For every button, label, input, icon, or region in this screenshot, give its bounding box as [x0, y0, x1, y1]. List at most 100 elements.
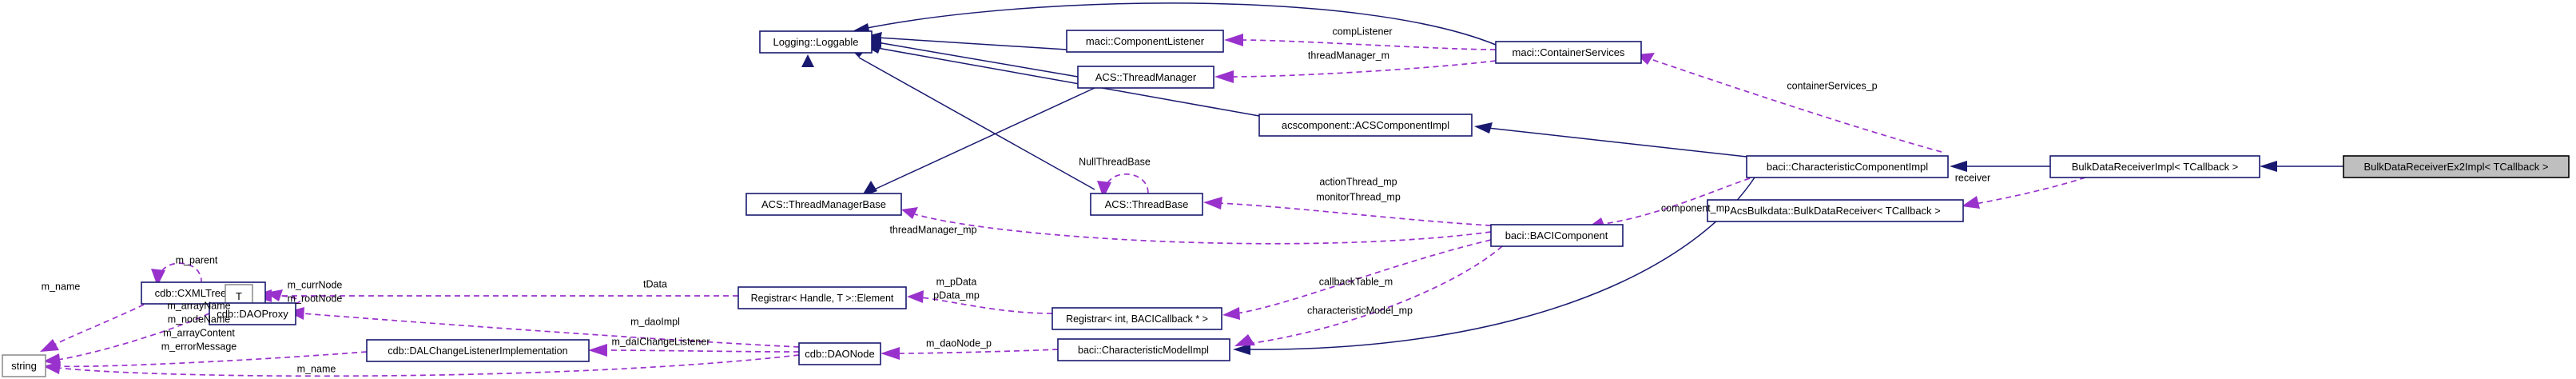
node-label: string — [11, 360, 37, 372]
edge-label-m-parent: m_parent — [176, 254, 218, 265]
edge-label-m-name-cxml: m_name — [42, 281, 81, 292]
edge-label-monitorthread-mp: monitorThread_mp — [1316, 191, 1401, 202]
node-registrar-int-bacicallback[interactable]: Registrar< int, BACICallback * > — [1051, 307, 1222, 330]
edge-usage-receiver — [1974, 177, 2086, 205]
node-box[interactable] — [745, 193, 902, 216]
node-acsbulkdata-bulkdatareceiver[interactable]: AcsBulkdata::BulkDataReceiver< TCallback… — [1707, 199, 1964, 222]
arrowhead-usage-characteristicmodel-mp — [1234, 334, 1255, 346]
node-label: baci::CharacteristicComponentImpl — [1767, 161, 1928, 173]
edge-complistener-to-loggable — [877, 37, 1067, 50]
node-box-highlight[interactable] — [2343, 155, 2570, 178]
arrowhead-usage-actionthread — [1203, 197, 1222, 209]
node-acscomponent-acscomponentimpl[interactable]: acscomponent::ACSComponentImpl — [1258, 114, 1473, 137]
node-box[interactable] — [1090, 193, 1203, 216]
edge-label-actionthread-mp: actionThread_mp — [1319, 176, 1397, 187]
edge-usage-containerservices-p — [1650, 58, 1942, 153]
node-label: ACS::ThreadBase — [1105, 198, 1189, 210]
node-box[interactable] — [366, 339, 590, 362]
node-box[interactable] — [209, 302, 296, 325]
edge-label-m-currnode: m_currNode — [288, 279, 343, 290]
arrowhead-usage-threadmanager-mp — [901, 207, 918, 219]
node-string[interactable]: string — [2, 354, 46, 377]
node-box[interactable] — [1746, 155, 1949, 178]
edge-usage-arraycontent-string — [57, 313, 210, 361]
node-box[interactable] — [1258, 114, 1473, 137]
edge-label-callbacktable-m: callbackTable_m — [1319, 276, 1393, 287]
arrowhead-usage-m-name-b — [43, 361, 61, 374]
node-registrar-handle-t-element[interactable]: Registrar< Handle, T >::Element — [737, 286, 907, 309]
arrowhead-usage-receiver — [1962, 196, 1980, 209]
node-cdb-daonode[interactable]: cdb::DAONode — [798, 342, 881, 365]
arrowhead-inherit-loggable-3 — [864, 37, 881, 48]
node-maci-containerservices[interactable]: maci::ContainerServices — [1495, 41, 1642, 64]
arrowhead-usage-m-dalchangelistener — [588, 344, 607, 357]
node-box[interactable] — [759, 30, 873, 54]
arrowhead-usage-m-daonode-p — [881, 347, 900, 360]
edge-label-m-daoimpl: m_daoImpl — [630, 316, 680, 327]
edge-usage-actionthread — [1218, 202, 1492, 226]
edge-usage-m-dalchangelistener — [602, 349, 800, 353]
edge-usage-m-daonode-p — [894, 349, 1059, 354]
node-box[interactable] — [1490, 224, 1624, 247]
edge-label-pdata-mp: pData_mp — [933, 289, 980, 301]
node-box[interactable] — [1057, 338, 1230, 361]
node-label: cdb::DAOProxy — [217, 308, 288, 320]
edge-label-component-mp: component_mp — [1661, 202, 1730, 213]
arrowhead-inherit-loggable-5 — [801, 54, 814, 67]
edge-label-nullthreadbase: NullThreadBase — [1079, 156, 1151, 167]
node-box-plain[interactable] — [2, 354, 46, 377]
node-bulkdatareceiverex2impl[interactable]: BulkDataReceiverEx2Impl< TCallback > — [2343, 155, 2570, 178]
node-label: acscomponent::ACSComponentImpl — [1282, 119, 1449, 131]
node-box[interactable] — [1495, 41, 1642, 64]
node-label: maci::ComponentListener — [1086, 35, 1205, 47]
edge-label-m-dalchangelistener: m_daIChangeListener — [612, 336, 710, 347]
edge-label-m-name-daonode: m_name — [297, 363, 336, 374]
arrowhead-usage-threadmanager-m — [1214, 70, 1234, 83]
node-logging-loggable[interactable]: Logging::Loggable — [759, 30, 873, 54]
edge-usage-m-parent — [158, 262, 202, 282]
node-label: Registrar< int, BACICallback * > — [1066, 313, 1208, 325]
node-acs-threadmanager[interactable]: ACS::ThreadManager — [1077, 66, 1214, 89]
node-acs-threadbase[interactable]: ACS::ThreadBase — [1090, 193, 1203, 216]
node-baci-characteristicmodelimpl[interactable]: baci::CharacteristicModelImpl — [1057, 338, 1230, 361]
node-cdb-daoproxy[interactable]: cdb::DAOProxy — [209, 302, 296, 325]
node-baci-bacicomponent[interactable]: baci::BACIComponent — [1490, 224, 1624, 247]
node-label: maci::ContainerServices — [1513, 46, 1625, 58]
arrowhead-inherit-recvimpl — [2260, 161, 2277, 172]
edge-label-characteristicmodel-mp: characteristicModel_mp — [1307, 305, 1413, 316]
node-box[interactable] — [737, 286, 907, 309]
arrowhead-usage-nullthreadbase — [1097, 181, 1111, 198]
edge-usage-threadmanager-mp — [914, 213, 1492, 245]
node-box[interactable] — [798, 342, 881, 365]
edge-threadmanager-to-threadmgrbase — [872, 87, 1095, 191]
arrowhead-usage-m-parent — [151, 269, 165, 286]
node-box[interactable] — [1066, 30, 1224, 53]
node-box[interactable] — [2049, 155, 2260, 178]
node-box[interactable] — [1077, 66, 1214, 89]
arrowhead-usage-complistener — [1224, 34, 1243, 46]
edge-acscompimpl-to-loggable — [877, 47, 1260, 117]
node-acs-threadmanagerbase[interactable]: ACS::ThreadManagerBase — [745, 193, 902, 216]
edge-usage-threadmanager-m — [1230, 60, 1497, 78]
edge-label-m-nodename: m_nodeName — [168, 313, 231, 325]
edge-label-containerservices-p: containerServices_p — [1787, 80, 1877, 91]
node-cdb-dalchangelistenerimplementation[interactable]: cdb::DALChangeListenerImplementation — [366, 339, 590, 362]
node-maci-componentlistener[interactable]: maci::ComponentListener — [1066, 30, 1224, 53]
edge-usage-characteristicmodel-mp — [1247, 245, 1503, 345]
edge-label-m-errormessage: m_errorMessage — [161, 341, 237, 352]
edge-containerservices-to-loggable — [862, 2, 1497, 46]
edge-usage-dalchange-string — [57, 351, 368, 368]
node-bulkdatareceiverimpl[interactable]: BulkDataReceiverImpl< TCallback > — [2049, 155, 2260, 178]
node-label: baci::CharacteristicModelImpl — [1078, 345, 1209, 356]
node-box[interactable] — [1707, 199, 1964, 222]
node-baci-characteristiccomponentimpl[interactable]: baci::CharacteristicComponentImpl — [1746, 155, 1949, 178]
edge-usage-m-name-b — [57, 354, 800, 377]
arrowhead-inherit-charmodelimpl — [1233, 344, 1250, 355]
edge-charcompimpl-to-acscompimpl — [1487, 127, 1747, 158]
edge-label-complistener: compListener — [1332, 26, 1392, 37]
node-box[interactable] — [1051, 307, 1222, 330]
inheritance-edge-group — [801, 2, 2343, 355]
arrowhead-usage-callbacktable-m — [1222, 307, 1240, 320]
edge-label-m-arraycontent: m_arrayContent — [163, 327, 235, 338]
